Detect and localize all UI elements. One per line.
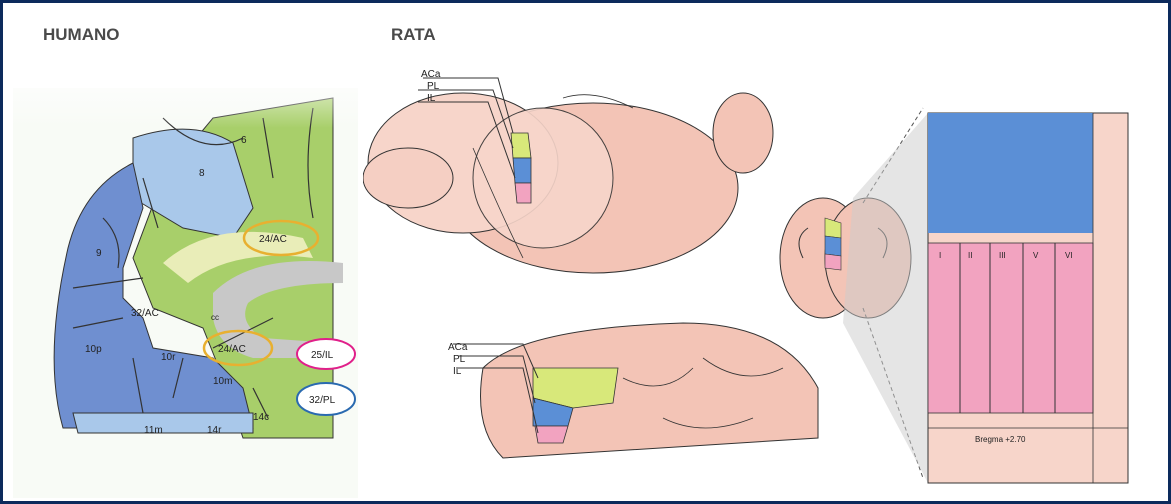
- area-32ac-label: 32/AC: [131, 308, 159, 319]
- bregma-label: Bregma +2.70: [975, 435, 1026, 444]
- area-8-label: 8: [199, 168, 205, 179]
- area-10m-label: 10m: [213, 376, 232, 387]
- human-cortex-diagram: 6 8 9 32/AC cc 10p 10r 10m 11m 14r 14c 2…: [13, 58, 358, 498]
- orbital-strip: [73, 413, 253, 433]
- zoom-shadow: [843, 113, 928, 483]
- area-9-label: 9: [96, 248, 102, 259]
- human-panel-title: HUMANO: [43, 25, 120, 45]
- layer-ii-label: II: [968, 251, 972, 260]
- top-aca-label: ACa: [421, 69, 441, 80]
- sag-il-label: IL: [453, 366, 462, 377]
- layer-iii-label: III: [999, 251, 1006, 260]
- cortical-layer-panel: [928, 113, 1128, 483]
- area-11m-label: 11m: [144, 425, 163, 436]
- area-6-label: 6: [241, 135, 247, 146]
- top-pl-label: PL: [427, 81, 440, 92]
- area-10p-label: 10p: [85, 344, 102, 355]
- layer-i-label: I: [939, 251, 941, 260]
- sag-pl-label: PL: [453, 354, 466, 365]
- top-il-label: IL: [427, 93, 436, 104]
- rat-brain-sagittal-view: [453, 323, 818, 458]
- layer-v-label: V: [1033, 251, 1039, 260]
- rat-brain-diagram: ACa PL IL ACa PL IL: [363, 58, 1168, 498]
- area-14r-label: 14r: [207, 425, 222, 436]
- area-10r-label: 10r: [161, 352, 176, 363]
- area-25il-label: 25/IL: [311, 350, 334, 361]
- layer-vi-label: VI: [1065, 251, 1073, 260]
- area-24ac-low-label: 24/AC: [218, 344, 246, 355]
- rat-brain-3d-view: [363, 78, 773, 273]
- rat-panel-title: RATA: [391, 25, 436, 45]
- human-fade: [13, 58, 358, 128]
- cc-label: cc: [211, 313, 219, 322]
- area-24ac-top-label: 24/AC: [259, 234, 287, 245]
- area-14c-label: 14c: [253, 412, 269, 423]
- area-32pl-label: 32/PL: [309, 395, 336, 406]
- sag-aca-label: ACa: [448, 342, 468, 353]
